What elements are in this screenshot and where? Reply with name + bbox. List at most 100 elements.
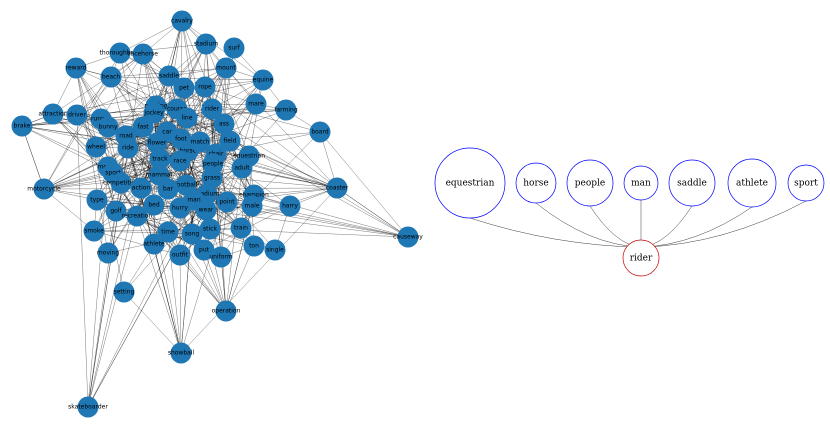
tree-leaf-equestrian: equestrian [434,147,506,219]
tree-edge-people [589,205,642,248]
network-node-label: motorcycle [27,186,61,193]
network-node-time: time [157,221,179,243]
network-node-label: action [132,185,151,192]
network-node-showball: showball [168,342,195,364]
network-node-label: recreation [122,213,153,220]
network-node-label: showball [168,350,195,357]
network-node-label: sport [105,170,121,177]
network-node-circle [243,235,265,257]
network-edge [336,187,409,238]
network-node-circle [309,121,331,143]
network-node-label: grass [204,175,220,182]
network-node-label: horse [180,148,197,155]
network-node-label: jockey [143,110,164,117]
network-node-label: coaster [326,185,349,192]
tree-leaf-label: equestrian [446,179,495,189]
tree-leaf-circle [623,165,659,201]
network-node-circle [170,342,192,364]
tree-leaf-label: man [631,179,651,189]
network-edge [21,125,45,190]
tree-leaf-label: people [575,179,605,189]
network-node-type: type [86,189,108,211]
network-node-circle [169,244,191,266]
network-node-circle [85,136,107,158]
network-node-circle [110,172,132,194]
network-node-circle [66,104,88,126]
tree-edge-saddle [640,205,693,248]
network-node-label: people [203,161,224,168]
network-edge [76,114,142,189]
network-node-circle [219,130,241,152]
network-edge [180,79,264,354]
network-edge [225,167,243,312]
network-node-label: match [191,139,210,146]
network-node-circle [171,10,193,32]
network-node-label: ton [249,243,259,250]
tree-edge-horse [535,202,642,248]
network-node-label: equine [253,77,274,84]
network-node-fast: fast [132,116,154,138]
network-node-label: song [185,231,200,238]
network-node-label: brake [14,123,31,130]
network-node-circle [193,239,215,261]
tree-leaf-horse: horse [515,162,557,204]
network-node-train: train [230,217,252,239]
network-node-bunny: bunny [97,116,119,138]
network-node-label: setting [114,289,135,296]
network-node-athlete: athlete [143,233,165,255]
network-node-circle [130,177,152,199]
network-node-label: board [311,129,329,136]
network-edge [180,187,338,354]
network-edge [181,20,264,81]
tree-leaf-circle [434,147,506,219]
network-node-flower: flower [146,132,168,154]
network-edge [107,166,338,189]
network-node-label: equestrian [233,153,265,160]
tree-leaf-circle [727,158,777,208]
network-node-farming: farming [274,99,298,121]
network-node-beach: beach [100,66,122,88]
network-node-circle [213,113,235,135]
network-node-circle [279,195,301,217]
network-node-label: mount [216,65,236,72]
network-node-label: race [173,158,186,165]
network-node-label: train [234,225,248,232]
network-node-harry: harry [279,195,301,217]
network-edge [241,167,338,189]
network-edge [186,117,243,169]
network-node-label: athlete [143,241,165,248]
tree-root-circle [622,239,660,277]
network-node-moving: moving [97,242,119,264]
tree-leaf-label: saddle [677,179,707,189]
network-edge [21,105,157,127]
network-node-equine: equine [252,69,274,91]
network-node-circle [176,107,198,129]
network-node-label: track [152,156,168,163]
network-node-label: outfit [172,252,189,259]
network-edge [76,114,89,408]
network-node-label: rider [205,106,220,113]
network-edge [100,53,144,120]
network-edge [52,53,144,115]
network-edge [186,117,250,157]
network-node-competition: competition [103,172,139,194]
network-node-mare: mare [245,93,267,115]
network-node-label: operation [212,308,241,315]
network-node-label: road [119,133,133,140]
network-edge [43,166,109,190]
network-node-golf: golf [105,200,127,222]
network-node-circle [201,167,223,189]
network-node-label: field [224,138,237,145]
network-node-label: fast [137,124,149,131]
network-edge [176,108,409,238]
network-node-circle [97,116,119,138]
network-node-circle [109,42,131,64]
network-edge [225,245,255,312]
network-node-label: skateboarder [68,404,108,411]
network-node-label: racehorse [128,51,158,58]
network-node-circle [216,191,238,213]
network-edge [136,215,182,354]
network-node-stadium: stadium [194,33,218,55]
network-node-circle [157,221,179,243]
network-node-label: wear [199,207,214,214]
